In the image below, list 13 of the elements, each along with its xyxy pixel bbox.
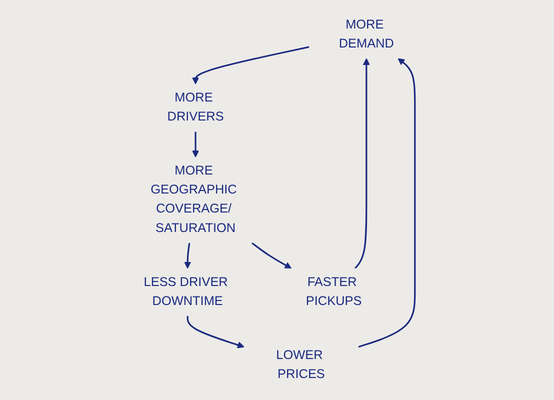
node-text: MORE DRIVERS	[167, 91, 224, 124]
node-text: MORE DEMAND	[338, 18, 394, 51]
arrow	[192, 132, 200, 158]
arrow	[358, 58, 416, 348]
node-text: LOWER PRICES	[276, 348, 325, 382]
node-text: LESS DRIVER DOWNTIME	[144, 276, 228, 308]
arrow	[354, 58, 370, 269]
arrow	[184, 242, 192, 269]
arrow	[186, 316, 244, 348]
arrow	[192, 46, 310, 84]
node-text: FASTER PICKUPS	[306, 276, 362, 308]
arrow	[251, 242, 292, 269]
node-text: MORE GEOGRAPHIC COVERAGE/ SATURATION	[150, 164, 237, 235]
